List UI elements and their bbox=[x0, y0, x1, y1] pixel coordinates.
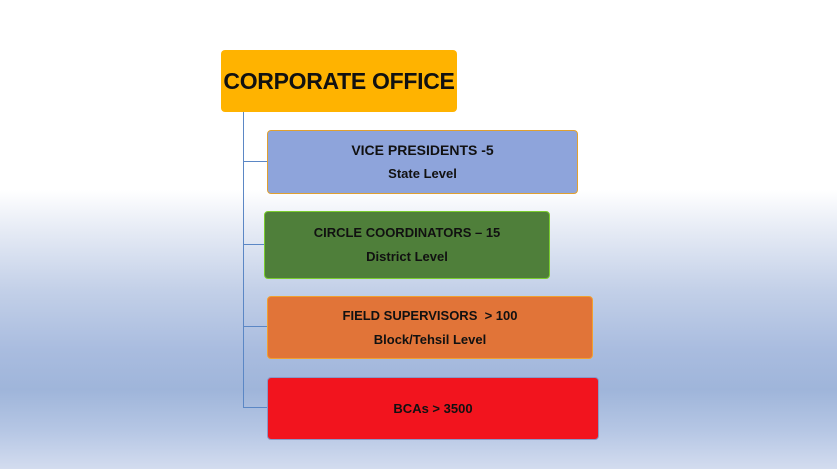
corporate-office-label: CORPORATE OFFICE bbox=[223, 67, 455, 94]
vice-presidents-title: VICE PRESIDENTS -5 bbox=[351, 142, 494, 158]
bcas-box: BCAs > 3500 bbox=[267, 377, 599, 440]
field-supervisors-box: FIELD SUPERVISORS > 100 Block/Tehsil Lev… bbox=[267, 296, 593, 359]
bcas-title: BCAs > 3500 bbox=[393, 400, 473, 416]
field-supervisors-level: Block/Tehsil Level bbox=[373, 331, 487, 347]
hierarchy-connector-trunk bbox=[243, 112, 244, 407]
circle-coordinators-level: District Level bbox=[366, 249, 448, 264]
hierarchy-connector-branch-0 bbox=[243, 161, 267, 162]
vice-presidents-box: VICE PRESIDENTS -5 State Level bbox=[267, 130, 578, 194]
vice-presidents-level: State Level bbox=[388, 166, 457, 181]
circle-coordinators-title: CIRCLE COORDINATORS – 15 bbox=[313, 225, 501, 240]
hierarchy-connector-branch-1 bbox=[243, 244, 264, 245]
hierarchy-connector-branch-2 bbox=[243, 326, 267, 327]
circle-coordinators-box: CIRCLE COORDINATORS – 15 District Level bbox=[264, 211, 550, 279]
corporate-office-box: CORPORATE OFFICE bbox=[221, 50, 457, 112]
hierarchy-connector-branch-3 bbox=[243, 407, 267, 408]
field-supervisors-title: FIELD SUPERVISORS > 100 bbox=[342, 307, 518, 323]
